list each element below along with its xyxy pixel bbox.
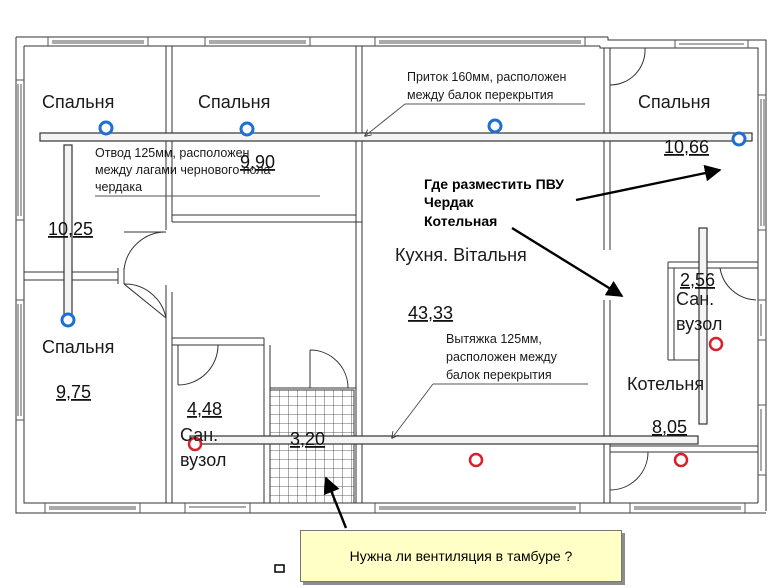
- area-label: 3,20: [290, 429, 325, 449]
- boiler-duct: [698, 227, 708, 425]
- leader-lines: [95, 103, 588, 438]
- room-labels: Спальня Спальня Спальня Спальня Кухня. В…: [42, 92, 722, 470]
- room-label-bedroom-top-middle: Спальня: [198, 92, 270, 112]
- exhaust-marker: [187, 436, 203, 452]
- area-label: 2,56: [680, 270, 715, 290]
- room-label-bathroom-right: Сан.вузол: [676, 289, 722, 334]
- supply-markers: [60, 118, 747, 328]
- callout-text: Нужна ли вентиляция в тамбуре ?: [349, 548, 573, 564]
- area-labels: 10,25 9,90 10,66 9,75 43,33 4,48 3,20 2,…: [48, 137, 715, 449]
- room-label-boiler-room: Котельня: [627, 374, 704, 394]
- area-label: 9,75: [56, 382, 91, 402]
- small-square-icon: [274, 564, 285, 573]
- area-label: 9,90: [240, 152, 275, 172]
- supply-duct: [39, 132, 753, 142]
- room-label-bathroom-left: Сан.вузол: [180, 425, 226, 470]
- supply-marker: [239, 121, 255, 137]
- interior-walls: [24, 46, 758, 503]
- room-label-kitchen-living: Кухня. Вітальня: [395, 245, 527, 265]
- exhaust-marker: [468, 452, 484, 468]
- vestibule-tiles: [269, 389, 355, 504]
- area-label: 4,48: [187, 399, 222, 419]
- room-label-bedroom-top-right: Спальня: [638, 92, 710, 112]
- ducts: [39, 132, 753, 445]
- room-label-bedroom-top-left: Спальня: [42, 92, 114, 112]
- exhaust-marker: [708, 336, 724, 352]
- room-label-bedroom-bottom-left: Спальня: [42, 337, 114, 357]
- exhaust-markers: [187, 336, 724, 468]
- bold-arrows: [323, 164, 722, 529]
- area-label: 10,25: [48, 219, 93, 239]
- vestibule-question-callout: Нужна ли вентиляция в тамбуре ?: [300, 530, 622, 582]
- exhaust-duct: [189, 435, 699, 445]
- area-label: 8,05: [652, 417, 687, 437]
- doors: [123, 47, 758, 491]
- area-label: 10,66: [664, 137, 709, 157]
- outer-walls: [15, 36, 767, 514]
- exhaust-marker: [673, 452, 689, 468]
- supply-marker: [98, 120, 114, 136]
- supply-marker: [487, 118, 503, 134]
- supply-marker: [731, 131, 747, 147]
- supply-marker: [60, 312, 76, 328]
- area-label: 43,33: [408, 303, 453, 323]
